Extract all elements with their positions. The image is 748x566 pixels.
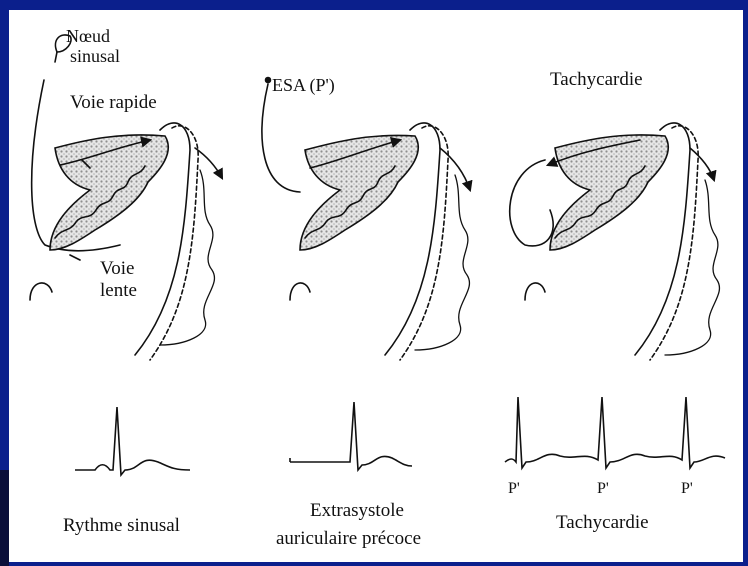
p-prime-label-1: P' [508,480,520,498]
p-prime-label-2: P' [597,480,609,498]
caption-esa-line2: auriculaire précoce [276,528,421,550]
caption-sinus: Rythme sinusal [63,515,180,537]
p-prime-label-3: P' [681,480,693,498]
caption-esa-line1: Extrasystole [310,500,404,522]
label-esa: ESA (P') [272,75,335,96]
label-sinus-node: Nœud [66,26,110,47]
label-slow-pathway-2: lente [100,280,137,302]
label-slow-pathway: Voie [100,258,134,280]
label-sinus-node-2: sinusal [70,46,120,67]
label-fast-pathway: Voie rapide [70,92,157,114]
caption-tachy: Tachycardie [556,512,649,534]
label-tachy-title: Tachycardie [550,69,643,91]
